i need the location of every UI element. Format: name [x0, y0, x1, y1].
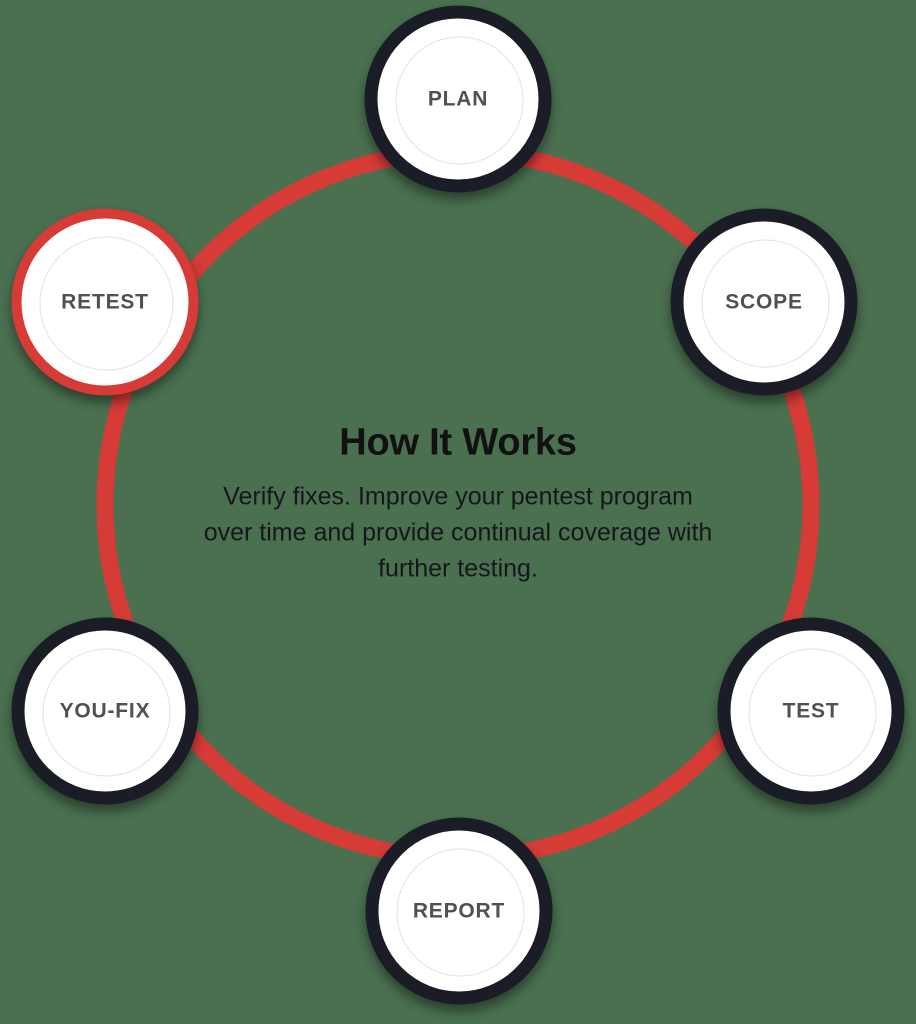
step-node-you-fix[interactable]: YOU-FIX — [11, 617, 199, 805]
step-node-report[interactable]: REPORT — [365, 817, 553, 1005]
step-label-report: REPORT — [412, 899, 506, 923]
step-node-plan[interactable]: PLAN — [364, 5, 552, 193]
step-node-test[interactable]: TEST — [717, 617, 905, 805]
step-label-test: TEST — [782, 699, 840, 723]
step-label-you-fix: YOU-FIX — [59, 699, 151, 723]
center-content: How It Works Verify fixes. Improve your … — [178, 421, 738, 588]
step-label-scope: SCOPE — [725, 290, 803, 314]
step-node-retest[interactable]: RETEST — [11, 208, 199, 396]
diagram-title: How It Works — [339, 421, 577, 464]
step-label-plan: PLAN — [427, 87, 489, 111]
step-label-retest: RETEST — [61, 290, 149, 314]
diagram-description: Verify fixes. Improve your pentest progr… — [203, 482, 713, 584]
step-node-scope[interactable]: SCOPE — [670, 208, 858, 396]
